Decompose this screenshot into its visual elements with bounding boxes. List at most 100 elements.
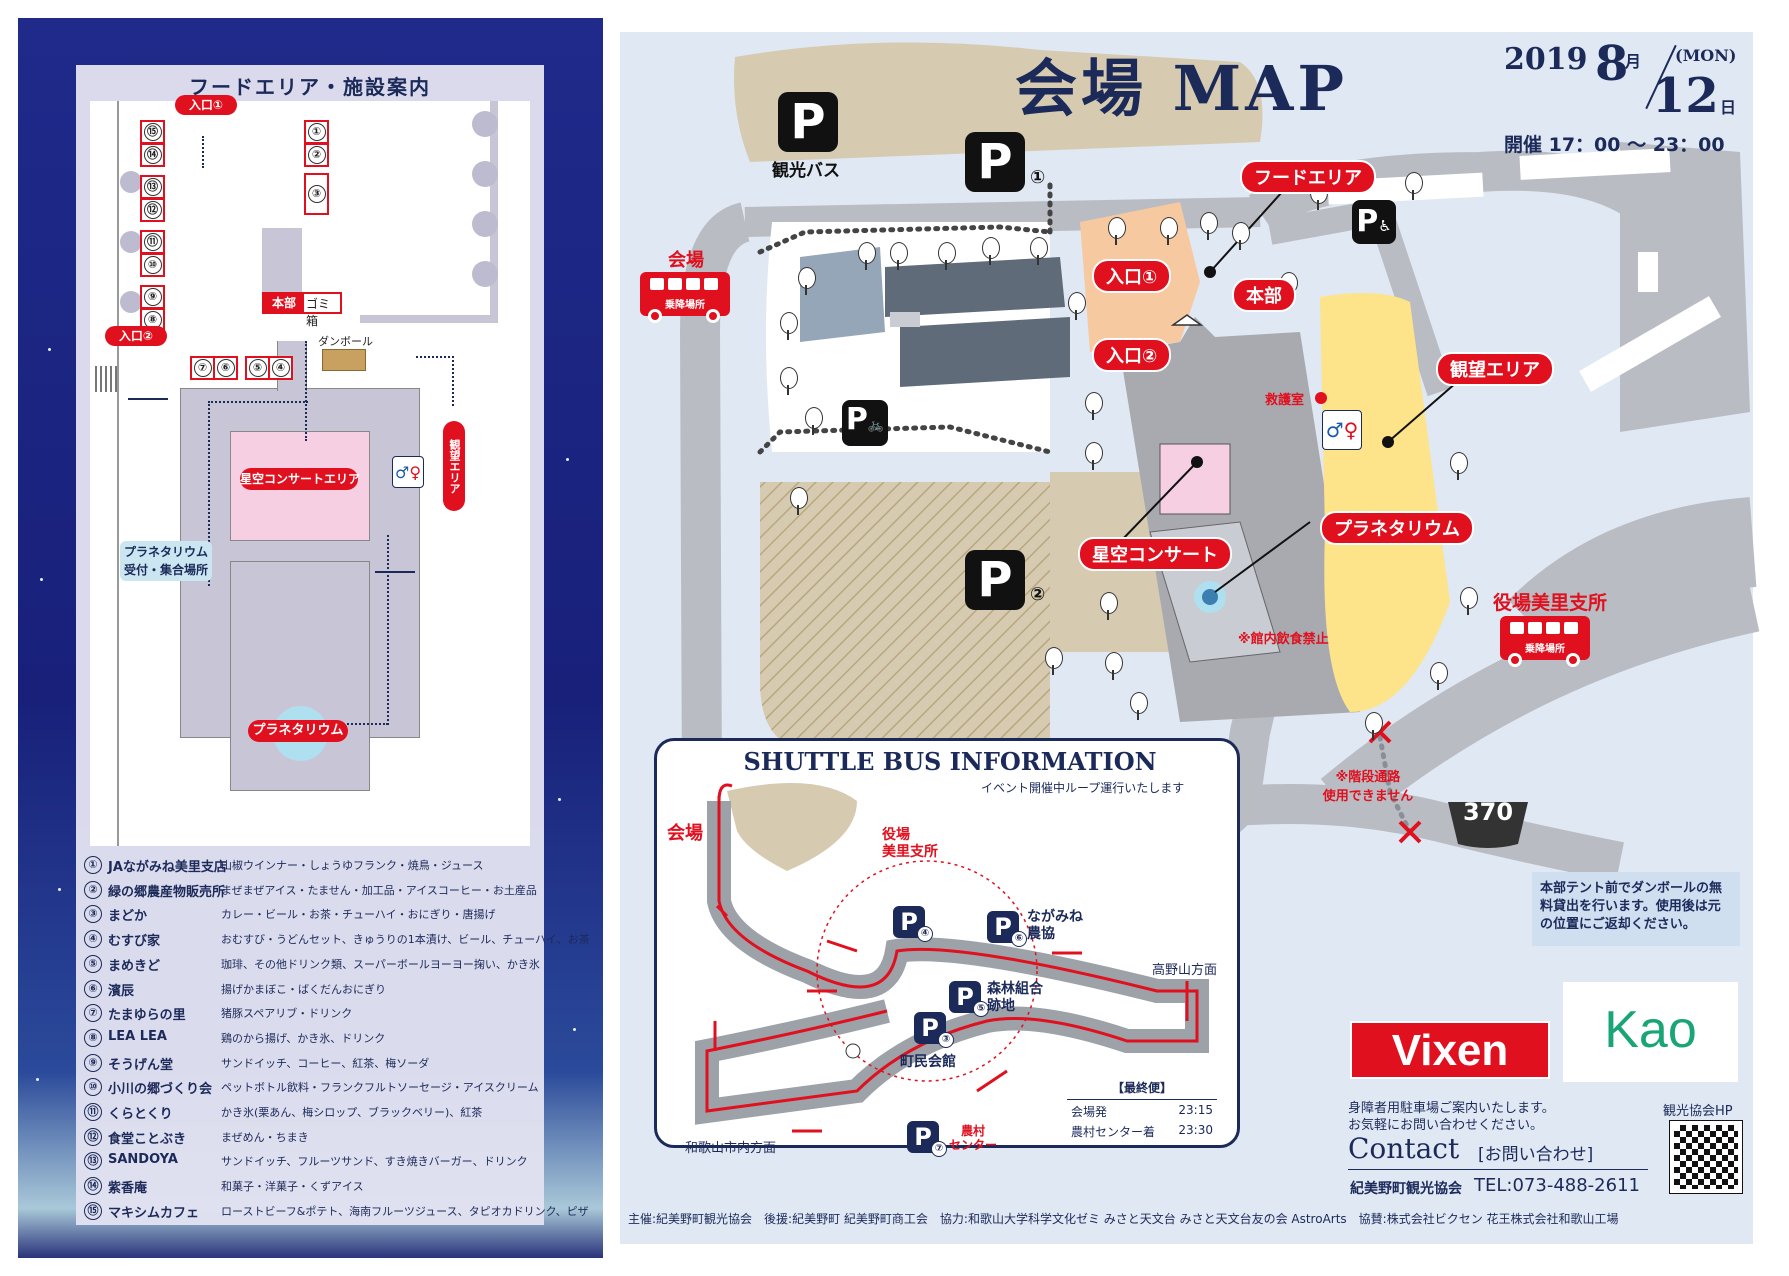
- road-370: [1177, 784, 1624, 882]
- concert-area-label: 星空コンサートエリア: [240, 468, 360, 490]
- stall-items: まぜまぜアイス・たません・加工品・アイスコーヒー・お土産品: [221, 883, 537, 897]
- bush: [472, 261, 498, 287]
- direction-arrow: [976, 1069, 1008, 1093]
- stall-items: カレー・ビール・お茶・チューハイ・おにぎり・唐揚げ: [221, 908, 496, 922]
- stall-4[interactable]: ④: [268, 356, 293, 380]
- stall-number: ③: [84, 905, 102, 924]
- stall-number: ⑨: [84, 1053, 102, 1072]
- tree: [1405, 172, 1423, 200]
- fence: [490, 101, 498, 321]
- stall-9[interactable]: ⑨: [140, 285, 165, 309]
- food-area-label: フードエリア: [1240, 160, 1376, 194]
- stall-7[interactable]: ⑦: [190, 356, 215, 380]
- connector: [375, 571, 415, 573]
- road-line: [117, 101, 119, 846]
- stall-13[interactable]: ⑬: [140, 175, 165, 199]
- parking-bus-label: 観光バス: [772, 161, 840, 181]
- event-year: 2019: [1504, 42, 1588, 77]
- strip: [1638, 252, 1658, 292]
- stall-2[interactable]: ②: [304, 143, 329, 167]
- tree: [1085, 442, 1103, 470]
- event-day: 12: [1652, 68, 1719, 124]
- tree: [1030, 237, 1048, 265]
- food-guide-card: フードエリア・施設案内: [76, 65, 590, 1225]
- stall-3[interactable]: ③: [304, 173, 329, 215]
- stall-10[interactable]: ⑩: [140, 253, 165, 277]
- area-circle: [816, 860, 1038, 1082]
- fence: [360, 315, 498, 323]
- stall-items: ペットボトル飲料・フランクフルトソーセージ・アイスクリーム: [221, 1081, 539, 1095]
- tree: [858, 242, 876, 270]
- stall-number: ⑭: [84, 1177, 102, 1196]
- stall-15[interactable]: ⑮: [140, 120, 165, 144]
- star: [40, 578, 43, 581]
- pointer: [1119, 461, 1198, 543]
- tree: [1068, 292, 1086, 320]
- stall-items: 珈琲、その他ドリンク類、スーパーボールヨーヨー掬い、かき氷: [221, 957, 540, 971]
- shuttle-wakayama: 和歌山市内方面: [685, 1141, 777, 1156]
- contact-tel[interactable]: TEL:073-488-2611: [1474, 1175, 1640, 1196]
- stall-11[interactable]: ⑪: [140, 230, 165, 254]
- stall-12[interactable]: ⑫: [140, 198, 165, 222]
- tree: [780, 312, 798, 340]
- qr-code[interactable]: [1669, 1120, 1743, 1194]
- road-370b: [1320, 572, 1760, 826]
- event-hours: 開催 17：00 〜 23：00: [1504, 134, 1725, 156]
- last-bus-stop: 農村センター着: [1071, 1125, 1156, 1139]
- stall-6[interactable]: ⑥: [213, 356, 238, 380]
- shuttle-route-map: [695, 783, 1209, 1133]
- star: [558, 798, 561, 801]
- entrance-1-label: 入口①: [175, 95, 237, 115]
- shuttle-turn: [717, 783, 733, 802]
- tent-icon: [1170, 314, 1204, 326]
- danboru-box: [322, 349, 366, 371]
- first-aid-label: 救護室: [1265, 393, 1305, 408]
- stall-items: サンドイッチ、コーヒー、紅茶、梅ソーダ: [221, 1056, 430, 1070]
- direction-arrow: [826, 939, 858, 953]
- stall-name: SANDOYA: [108, 1152, 178, 1168]
- stall-14[interactable]: ⑭: [140, 143, 165, 167]
- stall-name: LEA LEA: [108, 1028, 167, 1044]
- tree: [1130, 692, 1148, 720]
- guide-path: [416, 356, 454, 358]
- qr-label: 観光協会HP: [1663, 1104, 1733, 1119]
- building-small: [262, 228, 302, 301]
- last-bus-stop: 会場発: [1071, 1105, 1108, 1119]
- bus-stop-main-label: 会場: [668, 250, 704, 271]
- map-title: 会場 MAP: [1015, 52, 1348, 125]
- event-month-unit: 月: [1625, 52, 1642, 71]
- guide-path: [387, 535, 389, 725]
- stall-5[interactable]: ⑤: [245, 356, 270, 380]
- shuttle-subtitle: イベント開催中ループ運行いたします: [981, 781, 1185, 795]
- tree: [1365, 712, 1383, 740]
- planetarium-label: プラネタリウム: [1320, 511, 1474, 545]
- stall-items: 猪豚スペアリブ・ドリンク: [221, 1007, 353, 1021]
- tree: [1085, 392, 1103, 420]
- building-glass: [800, 247, 885, 342]
- bus-stop-main-icon: 乗降場所: [640, 272, 730, 323]
- stall-items: かき氷(栗あん、梅シロップ、ブラックベリー)、紅茶: [221, 1106, 483, 1119]
- parking-2-icon: P: [965, 550, 1025, 610]
- stall-1[interactable]: ①: [304, 120, 329, 144]
- shuttle-noson: 農村センター: [949, 1124, 998, 1152]
- tree: [1460, 587, 1478, 615]
- contact-divider: [1348, 1169, 1648, 1170]
- stall-items: サンドイッチ、フルーツサンド、すき焼きバーガー、ドリンク: [221, 1155, 528, 1169]
- stall-name: 食堂ことぶき: [108, 1131, 187, 1147]
- contact-sub: [お問い合わせ]: [1478, 1145, 1594, 1165]
- contact-org: 紀美野町観光協会: [1350, 1181, 1462, 1197]
- shuttle-route: [705, 796, 1199, 1113]
- vixen-logo: Vixen: [1350, 1021, 1550, 1079]
- stall-number: ⑧: [84, 1028, 102, 1047]
- stall-name: 濱辰: [108, 983, 135, 999]
- guide-path: [208, 401, 210, 586]
- tree: [1100, 592, 1118, 620]
- stall-name: JAながみね美里支店: [108, 860, 227, 875]
- honbu-label: 本部: [1232, 278, 1296, 312]
- bush: [120, 171, 142, 193]
- stall-number: ⑤: [84, 954, 102, 973]
- stall-number: ⑬: [84, 1152, 102, 1171]
